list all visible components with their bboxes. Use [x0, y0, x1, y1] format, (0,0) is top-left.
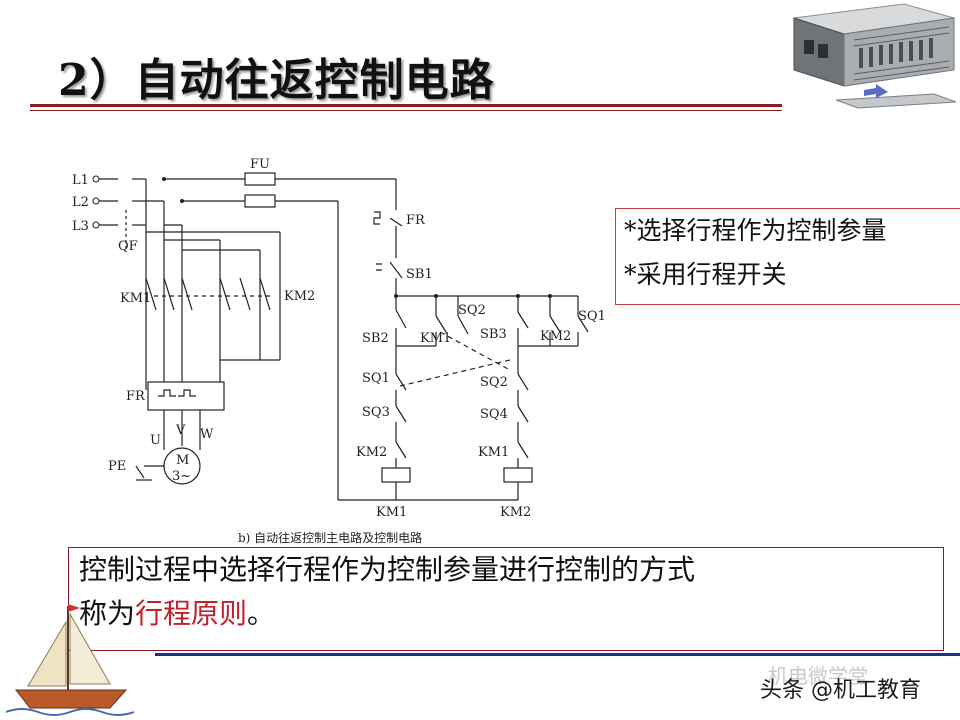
plc-device-image [793, 3, 957, 109]
label-km1-coil: KM1 [376, 505, 407, 520]
label-pe: PE [108, 459, 126, 474]
summary-prefix: 称为 [79, 597, 136, 630]
title-underline [30, 104, 782, 107]
summary-highlight: 行程原则 [135, 597, 248, 630]
label-km1-main: KM1 [120, 291, 151, 306]
auto-reciprocating-circuit-diagram: L1 L2 L3 QF FU KM1 KM2 FR U V W PE M 3~ … [72, 157, 606, 545]
note-line-2: *采用行程开关 [624, 260, 787, 289]
label-sb3: SB3 [480, 327, 507, 342]
summary-line-2: 称为行程原则。 [69, 592, 943, 636]
label-km1-interlock: KM1 [478, 445, 509, 460]
summary-box: 控制过程中选择行程作为控制参量进行控制的方式 称为行程原则。 [68, 547, 944, 651]
sailboat-image [6, 604, 135, 716]
footer-rule [155, 653, 960, 656]
label-fu: FU [250, 157, 270, 172]
label-km1-hold: KM1 [420, 331, 451, 346]
summary-end: 。 [247, 597, 276, 630]
label-motor-m: M [176, 453, 189, 468]
label-fr-main: FR [126, 389, 146, 404]
title-underline-thin [30, 110, 782, 111]
label-l1: L1 [72, 173, 89, 188]
slide-title: 2）自动往返控制电路 [58, 55, 495, 106]
diagram-caption: b) 自动往返控制主电路及控制电路 [238, 530, 422, 545]
label-sb1: SB1 [406, 267, 433, 282]
summary-line-1: 控制过程中选择行程作为控制参量进行控制的方式 [79, 553, 696, 586]
label-sq3: SQ3 [362, 405, 390, 420]
label-l3: L3 [72, 219, 89, 234]
label-km2-interlock: KM2 [356, 445, 387, 460]
label-km2-main: KM2 [284, 289, 315, 304]
label-sq1: SQ1 [362, 371, 390, 386]
watermark: 头条 @机工教育 [760, 678, 921, 703]
label-sq2-top: SQ2 [458, 303, 486, 318]
note-box: *选择行程作为控制参量 *采用行程开关 [615, 208, 960, 305]
label-sb2: SB2 [362, 331, 389, 346]
label-qf: QF [118, 239, 138, 254]
label-w: W [200, 427, 214, 442]
label-sq2: SQ2 [480, 375, 508, 390]
label-u: U [150, 433, 161, 448]
label-fr-control: FR [406, 213, 426, 228]
label-sq4: SQ4 [480, 407, 508, 422]
label-v: V [175, 423, 186, 438]
watermark-faint: 机电微学堂 [768, 664, 868, 688]
label-km2-coil: KM2 [500, 505, 531, 520]
note-line-1: *选择行程作为控制参量 [624, 216, 887, 245]
label-motor-3phase: 3~ [172, 469, 191, 484]
label-sq1-top: SQ1 [578, 309, 606, 324]
label-l2: L2 [72, 195, 89, 210]
label-km2-hold: KM2 [540, 329, 571, 344]
